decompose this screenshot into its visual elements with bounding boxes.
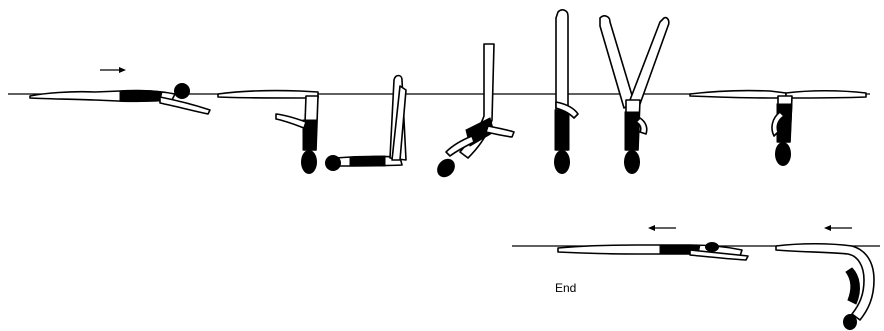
direction-arrow-left-2 (824, 225, 852, 231)
figure-submerged-vertical-leg (325, 74, 407, 171)
figure-vertical-split (599, 15, 670, 174)
figure-descending-curve (775, 242, 875, 330)
figure-vertical-one-leg (554, 9, 579, 174)
figure-bent-knee-surface (217, 89, 319, 174)
figure-back-layout-float (29, 83, 211, 115)
figure-surface-split (689, 89, 867, 166)
direction-arrow-left-1 (648, 225, 676, 231)
figure-return-float (557, 242, 749, 261)
figure-ascending-split (437, 43, 515, 178)
direction-arrow-right (100, 67, 126, 73)
end-label: End (555, 281, 576, 295)
